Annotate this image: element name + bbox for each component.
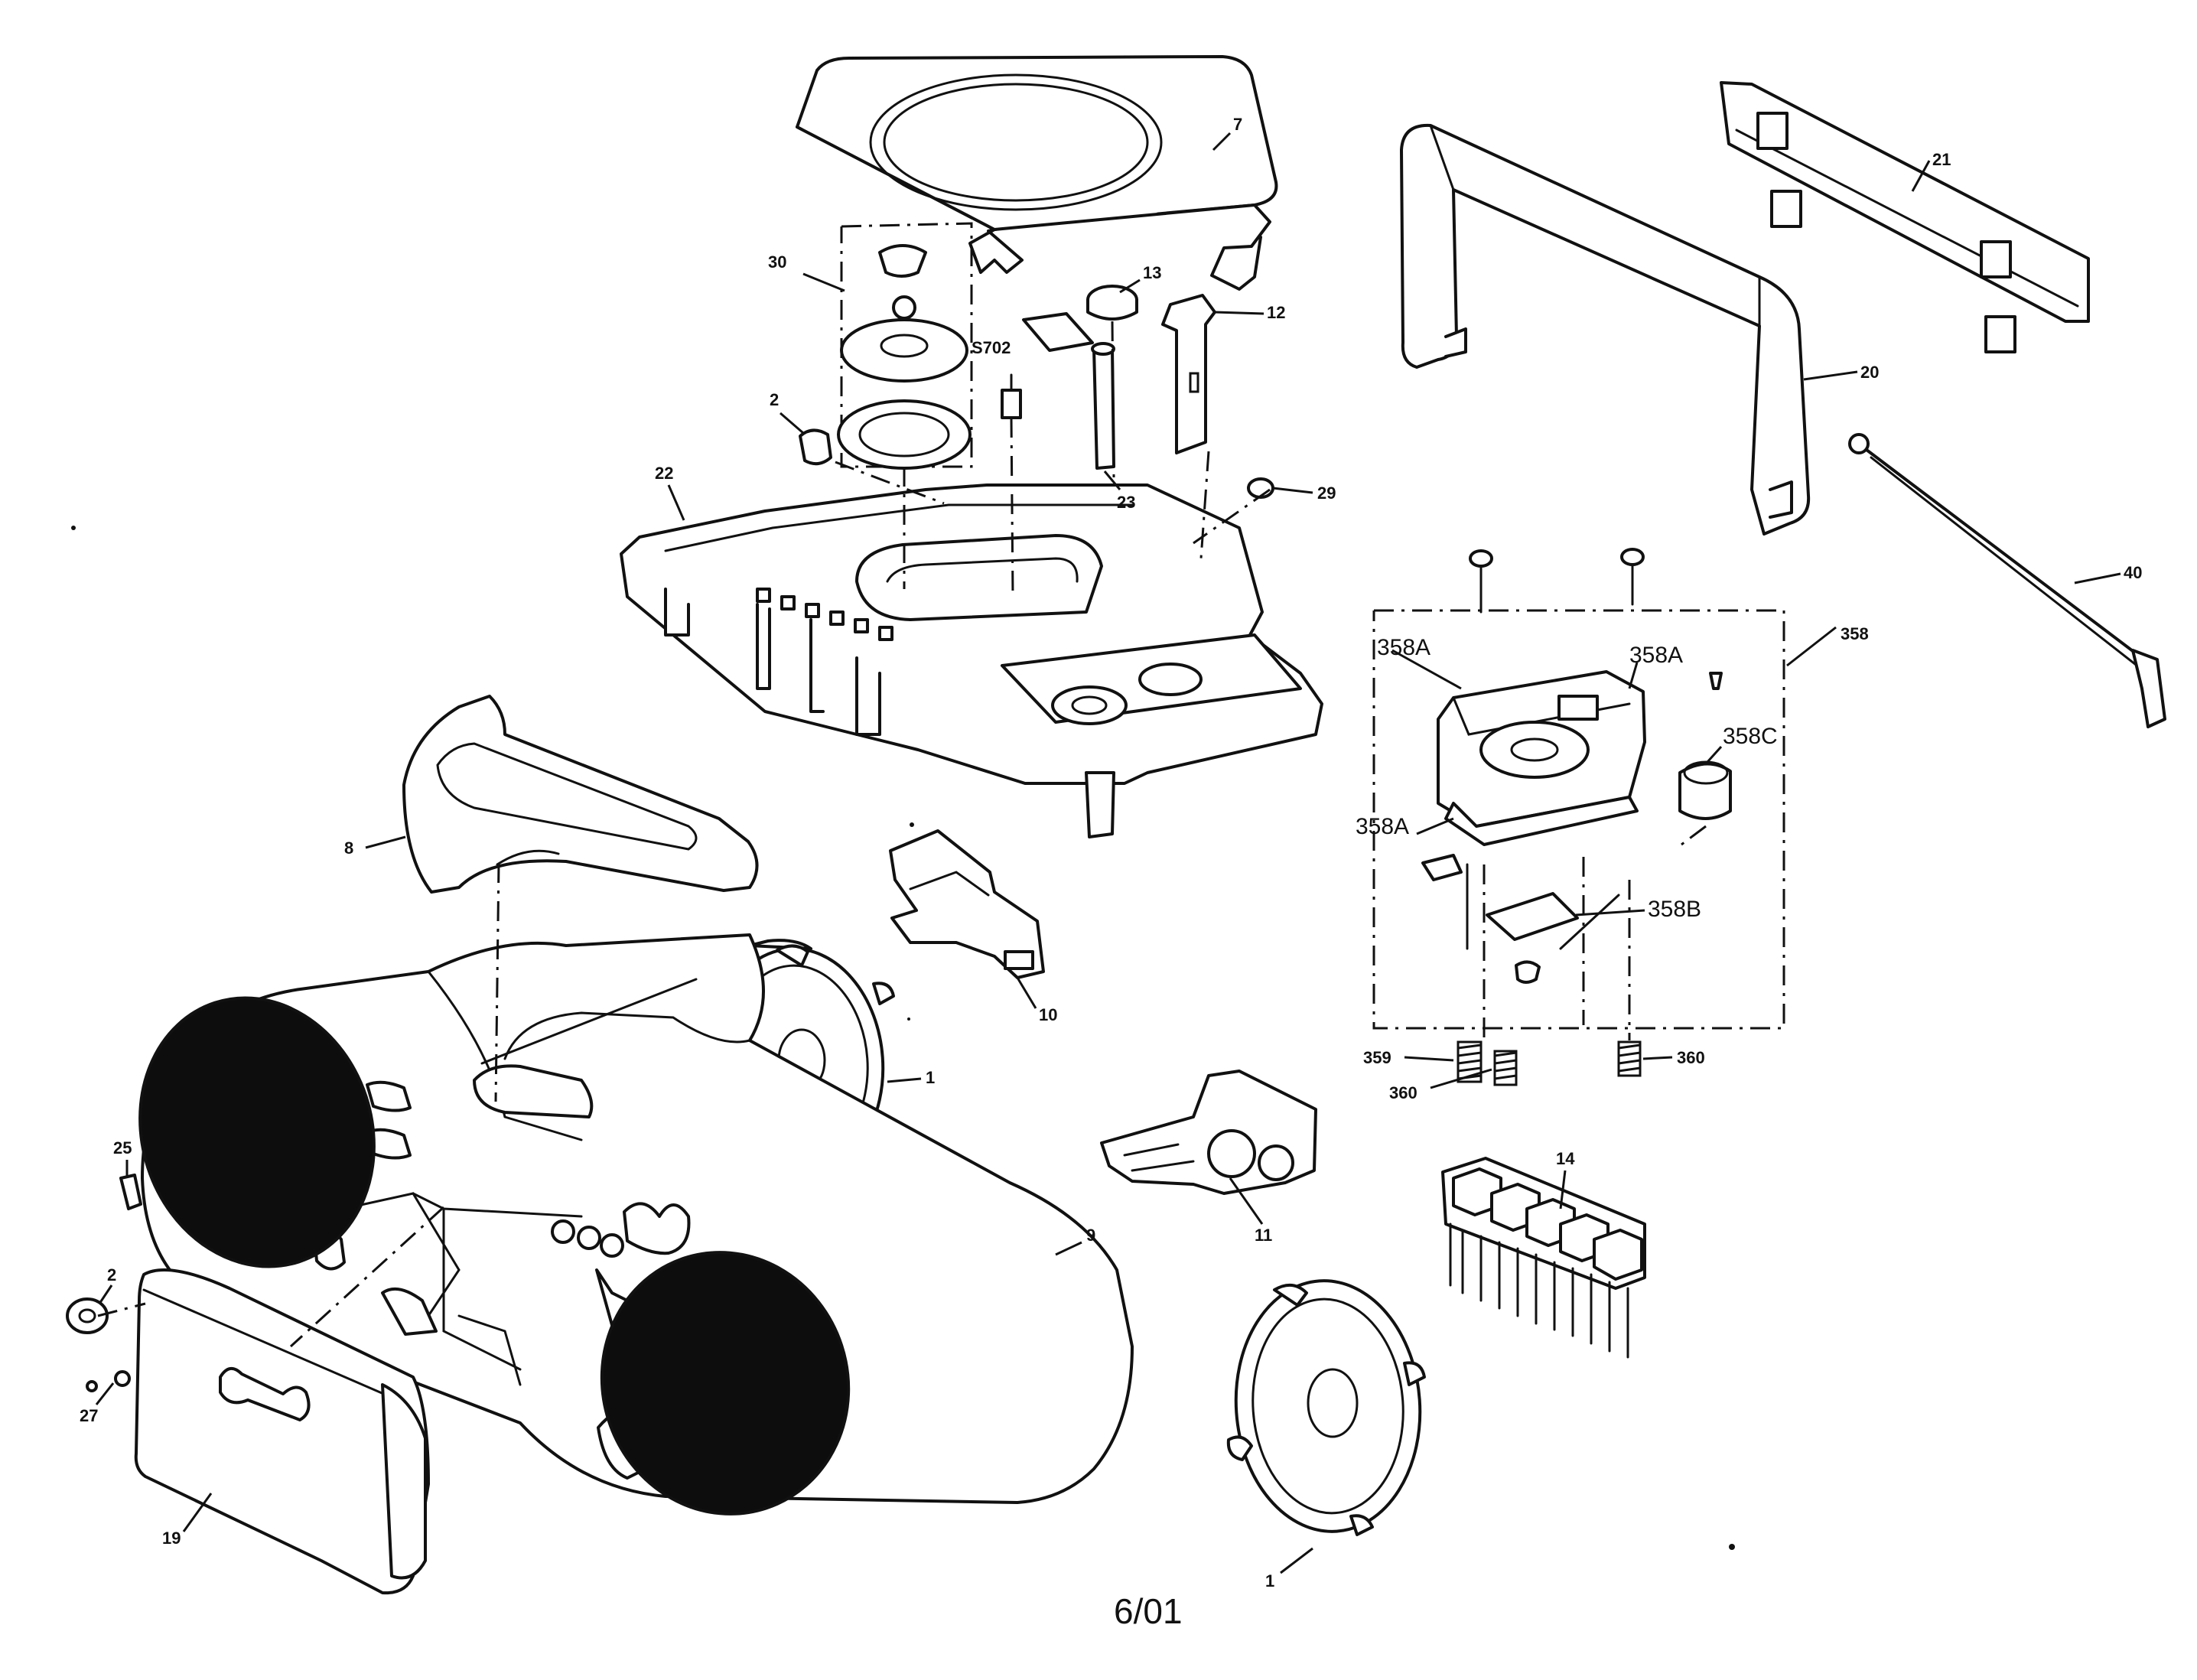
left-grille bbox=[138, 996, 376, 1268]
part-2-knob-top bbox=[799, 428, 832, 466]
label-11: 11 bbox=[1255, 1226, 1272, 1245]
label-22: 22 bbox=[655, 464, 673, 483]
label-358a-left: 358A bbox=[1377, 635, 1430, 660]
part-8-top-panel bbox=[402, 695, 759, 894]
label-358b: 358B bbox=[1648, 897, 1701, 922]
part-20-handle bbox=[1400, 123, 1811, 536]
label-27: 27 bbox=[80, 1406, 98, 1425]
label-s702: S702 bbox=[972, 338, 1011, 357]
label-9: 9 bbox=[1086, 1226, 1095, 1245]
part-13-knob bbox=[1086, 285, 1138, 321]
part-2-knob-bottom bbox=[66, 1297, 109, 1334]
part-40-rod bbox=[1848, 433, 2166, 728]
label-7: 7 bbox=[1233, 115, 1242, 134]
scan-specks bbox=[71, 526, 1735, 1550]
leader-lines bbox=[95, 132, 2121, 1574]
part-11-bracket bbox=[1100, 1070, 1317, 1195]
part-s702-switch bbox=[1001, 373, 1022, 419]
label-14: 14 bbox=[1556, 1149, 1575, 1168]
part-22-chassis bbox=[620, 483, 1323, 838]
label-2-top: 2 bbox=[770, 390, 779, 409]
part-359-spring bbox=[1457, 1040, 1483, 1083]
label-2-bottom: 2 bbox=[107, 1265, 116, 1284]
part-21-bracket bbox=[1720, 81, 2090, 353]
part-12-lever bbox=[1161, 294, 1216, 454]
part-14-button-block bbox=[1441, 1157, 1646, 1359]
part-9-main-cabinet bbox=[138, 933, 1134, 1516]
button-pins bbox=[1449, 1223, 1629, 1359]
part-10-bracket bbox=[889, 829, 1045, 979]
label-30: 30 bbox=[768, 252, 786, 272]
label-358a-right: 358A bbox=[1629, 643, 1683, 668]
part-360-spring-a bbox=[1493, 1050, 1518, 1086]
footer-date: 6/01 bbox=[1114, 1591, 1183, 1631]
part-19-cassette-door bbox=[134, 1268, 430, 1595]
label-29: 29 bbox=[1317, 483, 1336, 503]
part-labels: 7 30 13 12 S702 2 22 23 29 21 20 40 358 … bbox=[80, 115, 2142, 1590]
label-8: 8 bbox=[344, 838, 353, 858]
label-25: 25 bbox=[113, 1138, 132, 1157]
part-7-cd-lid bbox=[796, 55, 1278, 291]
part-30-spindle-assembly bbox=[837, 222, 973, 470]
label-21: 21 bbox=[1932, 150, 1951, 169]
button-caps bbox=[1452, 1167, 1643, 1281]
part-360-spring-b bbox=[1617, 1040, 1642, 1077]
label-20: 20 bbox=[1860, 363, 1879, 382]
part-27-screw bbox=[86, 1370, 131, 1392]
part-25-clip bbox=[119, 1174, 142, 1210]
label-10: 10 bbox=[1039, 1005, 1057, 1024]
label-19: 19 bbox=[162, 1529, 181, 1548]
label-40: 40 bbox=[2124, 563, 2142, 582]
label-358: 358 bbox=[1841, 624, 1869, 643]
label-359: 359 bbox=[1363, 1048, 1391, 1067]
label-23: 23 bbox=[1117, 493, 1135, 512]
label-358c: 358C bbox=[1723, 724, 1778, 749]
label-12: 12 bbox=[1267, 303, 1285, 322]
right-grille bbox=[600, 1251, 851, 1516]
part-1-speaker-lower bbox=[1226, 1279, 1426, 1536]
part-358-pickup-assembly bbox=[1372, 548, 1785, 1030]
part-plate bbox=[1022, 312, 1094, 352]
alignment-lines bbox=[97, 321, 1707, 1348]
label-358a-lower: 358A bbox=[1356, 814, 1409, 839]
label-13: 13 bbox=[1143, 263, 1161, 282]
label-360-left: 360 bbox=[1389, 1083, 1417, 1102]
label-1-upper: 1 bbox=[926, 1068, 935, 1087]
part-23-shaft bbox=[1091, 342, 1115, 470]
label-1-lower: 1 bbox=[1265, 1571, 1274, 1590]
part-29-knob bbox=[1247, 477, 1274, 499]
label-360-right: 360 bbox=[1677, 1048, 1705, 1067]
chassis-contacts bbox=[756, 588, 893, 641]
